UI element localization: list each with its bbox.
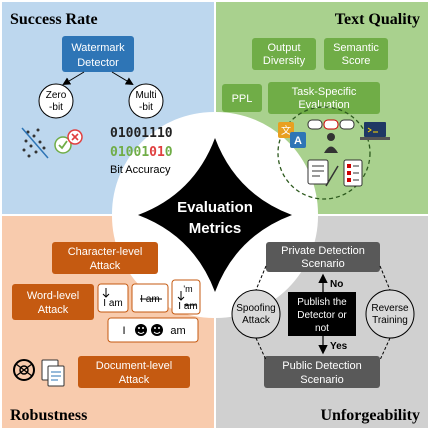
bit-accuracy-label: Bit Accuracy xyxy=(110,164,171,176)
output-diversity-line1: Output xyxy=(267,42,300,54)
publish-line3: not xyxy=(315,323,329,334)
svg-text:文: 文 xyxy=(281,124,291,137)
robustness-section: Robustness Character-level Attack Word-l… xyxy=(10,242,201,424)
public-detection-line1: Public Detection xyxy=(282,360,362,372)
bit-digit: 0 xyxy=(165,145,173,160)
smile-emoji-icon xyxy=(135,324,147,336)
ppl-box xyxy=(222,84,262,112)
translate-icon: 文 A xyxy=(278,122,306,148)
reverse-line2: Training xyxy=(372,315,408,326)
center-title-line2: Metrics xyxy=(189,220,242,237)
yes-label: Yes xyxy=(330,341,348,352)
private-detection-line2: Scenario xyxy=(301,258,344,270)
character-level-line2: Attack xyxy=(90,260,121,272)
zero-bit-line2: -bit xyxy=(49,102,63,113)
ai-knot-icon xyxy=(13,359,35,381)
zero-bit-line1: Zero xyxy=(46,90,67,101)
checklist-icon xyxy=(343,159,363,187)
document-level-line2: Attack xyxy=(119,374,150,386)
semantic-score-box xyxy=(324,38,388,70)
bits-row1: 01001110 xyxy=(110,126,173,141)
bit-digit: 1 xyxy=(141,145,149,160)
bit-digit: 1 xyxy=(157,145,165,160)
document-level-attack-box xyxy=(78,356,190,388)
emoji-left-text: I xyxy=(122,325,125,337)
documents-icon xyxy=(41,359,65,387)
smile-emoji-icon-2 xyxy=(151,324,163,336)
bits-row2: 01001010 xyxy=(110,145,173,160)
multi-bit-line2: -bit xyxy=(139,102,153,113)
text-quality-title: Text Quality xyxy=(335,11,420,28)
public-detection-line2: Scenario xyxy=(300,374,343,386)
svg-text:A: A xyxy=(294,135,302,147)
private-detection-line1: Private Detection xyxy=(281,245,365,257)
dialogue-people-icon xyxy=(307,119,355,153)
reverse-training-circle xyxy=(365,289,415,339)
zero-bit-circle xyxy=(38,83,74,119)
detector-to-multi-arrow xyxy=(111,71,134,86)
center-title-line1: Evaluation xyxy=(177,199,253,216)
unforgeability-section: Unforgeability Private Detection Scenari… xyxy=(231,242,420,424)
semantic-score-line2: Score xyxy=(342,55,371,67)
substitute-top-text: 'm xyxy=(183,284,192,294)
scatter-dots-icon xyxy=(21,127,49,159)
task-specific-box xyxy=(268,82,380,114)
spoofing-line1: Spoofing xyxy=(236,303,275,314)
robustness-title: Robustness xyxy=(10,407,87,424)
word-level-line1: Word-level xyxy=(27,290,79,302)
scroll-quill-icon xyxy=(307,159,339,187)
success-rate-title: Success Rate xyxy=(10,11,98,28)
word-level-attack-box xyxy=(12,284,94,320)
emoji-right-text: am xyxy=(170,325,185,337)
delete-word-example xyxy=(131,283,169,313)
dashed-connectors xyxy=(255,265,391,361)
detector-to-zero-arrow xyxy=(62,71,85,86)
laptop-icon xyxy=(360,122,390,140)
center-star xyxy=(138,138,292,292)
text-quality-section: Text Quality Output Diversity Semantic S… xyxy=(222,11,420,200)
multi-bit-circle xyxy=(128,83,164,119)
word-level-line2: Attack xyxy=(38,304,69,316)
reverse-line1: Reverse xyxy=(371,303,409,314)
insert-word-text: I am xyxy=(103,298,122,309)
output-diversity-line2: Diversity xyxy=(263,55,306,67)
public-detection-box xyxy=(264,356,380,388)
multi-bit-line1: Multi xyxy=(135,90,156,101)
spoofing-line2: Attack xyxy=(242,315,271,326)
private-detection-box xyxy=(266,242,380,272)
success-rate-section: Success Rate Watermark Detector Zero -bi… xyxy=(10,11,173,176)
bit-digit: 0 xyxy=(149,145,157,160)
spoofing-attack-circle xyxy=(231,289,281,339)
substitute-bottom-text: I am xyxy=(178,301,197,312)
task-specific-line1: Task-Specific xyxy=(292,86,357,98)
character-level-attack-box xyxy=(52,242,158,274)
publish-line1: Publish the xyxy=(297,297,347,308)
character-level-line1: Character-level xyxy=(68,246,143,258)
check-cross-icon xyxy=(54,129,83,154)
task-dashed-circle xyxy=(277,106,371,200)
no-label: No xyxy=(330,279,343,290)
unforgeability-title: Unforgeability xyxy=(320,407,420,424)
publish-line2: Detector or xyxy=(297,310,347,321)
success-rate-quadrant xyxy=(2,2,214,214)
bit-digit: 0 xyxy=(133,145,141,160)
output-diversity-box xyxy=(252,38,316,70)
document-level-line1: Document-level xyxy=(96,360,172,372)
semantic-score-line1: Semantic xyxy=(333,42,379,54)
bit-digit: 0 xyxy=(110,145,118,160)
watermark-detector-line1: Watermark xyxy=(71,42,125,54)
watermark-detector-line2: Detector xyxy=(77,57,119,69)
watermark-detector-box xyxy=(62,36,134,72)
task-specific-line2: Evaluation xyxy=(298,99,349,111)
ppl-label: PPL xyxy=(232,93,253,105)
bit-digit: 1 xyxy=(118,145,126,160)
publish-detector-box xyxy=(288,292,356,336)
bit-digit: 0 xyxy=(126,145,134,160)
